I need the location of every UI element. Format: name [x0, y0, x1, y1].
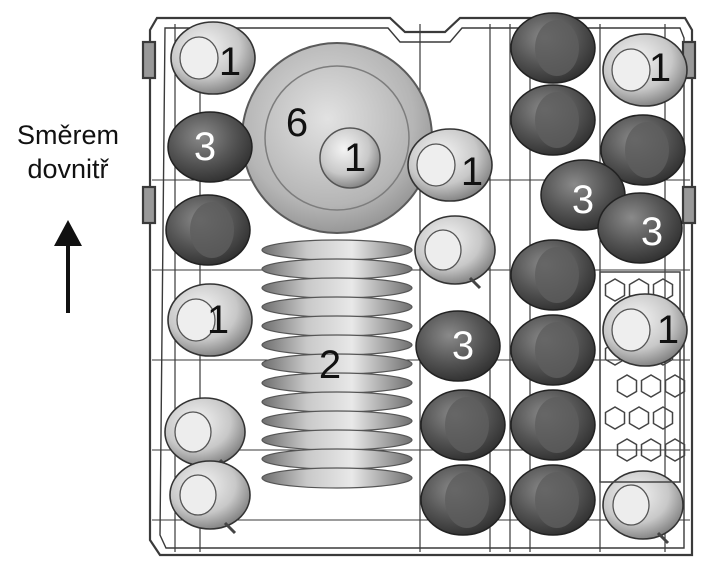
glass [510, 464, 596, 536]
item-number: 3 [194, 125, 216, 169]
glasses-group [165, 12, 686, 536]
stack-item: 2 [319, 343, 341, 387]
direction-label-line-1: Směrem [16, 120, 119, 150]
glass-item: 3 [415, 310, 501, 382]
glass [420, 464, 506, 536]
item-number: 1 [461, 150, 483, 194]
cup-item: 1 [407, 128, 493, 202]
cups-group [164, 215, 684, 545]
item-number: 3 [572, 178, 594, 222]
glass [600, 114, 686, 186]
direction-label: Směrem dovnitř [0, 118, 136, 186]
plate [261, 296, 413, 318]
plate-stack [261, 239, 413, 489]
glass [510, 12, 596, 84]
plate [261, 467, 413, 489]
cup [414, 215, 496, 290]
plate [261, 410, 413, 432]
glass-item: 3 [167, 111, 253, 183]
cup [169, 460, 251, 535]
glass-shape [167, 111, 253, 183]
glass [510, 239, 596, 311]
glass-item: 3 [597, 192, 683, 264]
item-number: 2 [319, 343, 341, 387]
glass [420, 389, 506, 461]
cup-item: 1 [602, 293, 688, 367]
plate [261, 429, 413, 451]
glass [510, 84, 596, 156]
plate-item: 6 [286, 101, 308, 145]
item-number: 3 [452, 324, 474, 368]
up-arrow-icon [54, 220, 82, 313]
cup-item: 1 [602, 33, 688, 107]
plate [261, 315, 413, 337]
item-number: 3 [641, 210, 663, 254]
glass [510, 314, 596, 386]
item-number: 1 [649, 46, 671, 90]
plate [261, 258, 413, 280]
large-plate [241, 42, 433, 234]
item-number: 1 [657, 308, 679, 352]
cup-item: 1 [170, 21, 256, 95]
glass-shape [597, 192, 683, 264]
plate [261, 239, 413, 261]
cup [164, 397, 246, 472]
glass [165, 194, 251, 266]
glass-shape [415, 310, 501, 382]
item-number: 1 [344, 136, 366, 180]
plate [261, 448, 413, 470]
item-number: 6 [286, 101, 308, 145]
plate [261, 391, 413, 413]
cup-item: 1 [167, 283, 253, 357]
item-number: 1 [207, 298, 229, 342]
glass [510, 389, 596, 461]
plate [261, 277, 413, 299]
cup [602, 470, 684, 545]
cup-item: 1 [344, 136, 366, 180]
direction-label-line-2: dovnitř [27, 154, 109, 184]
item-number: 1 [219, 40, 241, 84]
